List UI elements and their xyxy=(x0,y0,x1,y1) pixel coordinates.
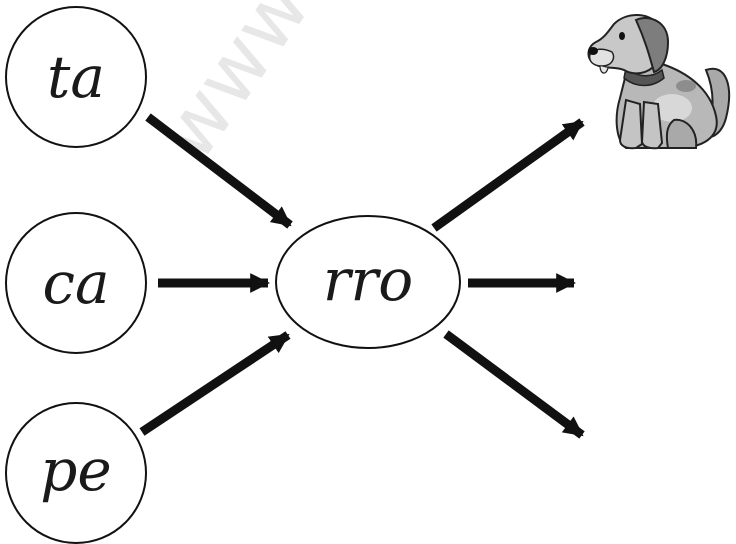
syllable-label-rro: rro xyxy=(323,246,413,314)
dog-icon xyxy=(587,14,731,150)
syllable-label-ca: ca xyxy=(42,249,109,317)
arrow-pe-to-rro xyxy=(139,331,291,436)
watermark-text: www xyxy=(139,0,328,177)
syllable-label-ta: ta xyxy=(47,43,105,111)
syllable-node-rro: rro xyxy=(275,215,461,349)
syllable-label-pe: pe xyxy=(40,436,111,504)
arrow-ta-to-rro xyxy=(145,113,293,229)
arrow-rro-to-top xyxy=(431,118,585,232)
arrow-rro-to-bottom xyxy=(443,330,585,439)
syllable-node-pe: pe xyxy=(5,402,147,544)
syllable-node-ca: ca xyxy=(5,212,147,354)
syllable-node-ta: ta xyxy=(5,6,147,148)
